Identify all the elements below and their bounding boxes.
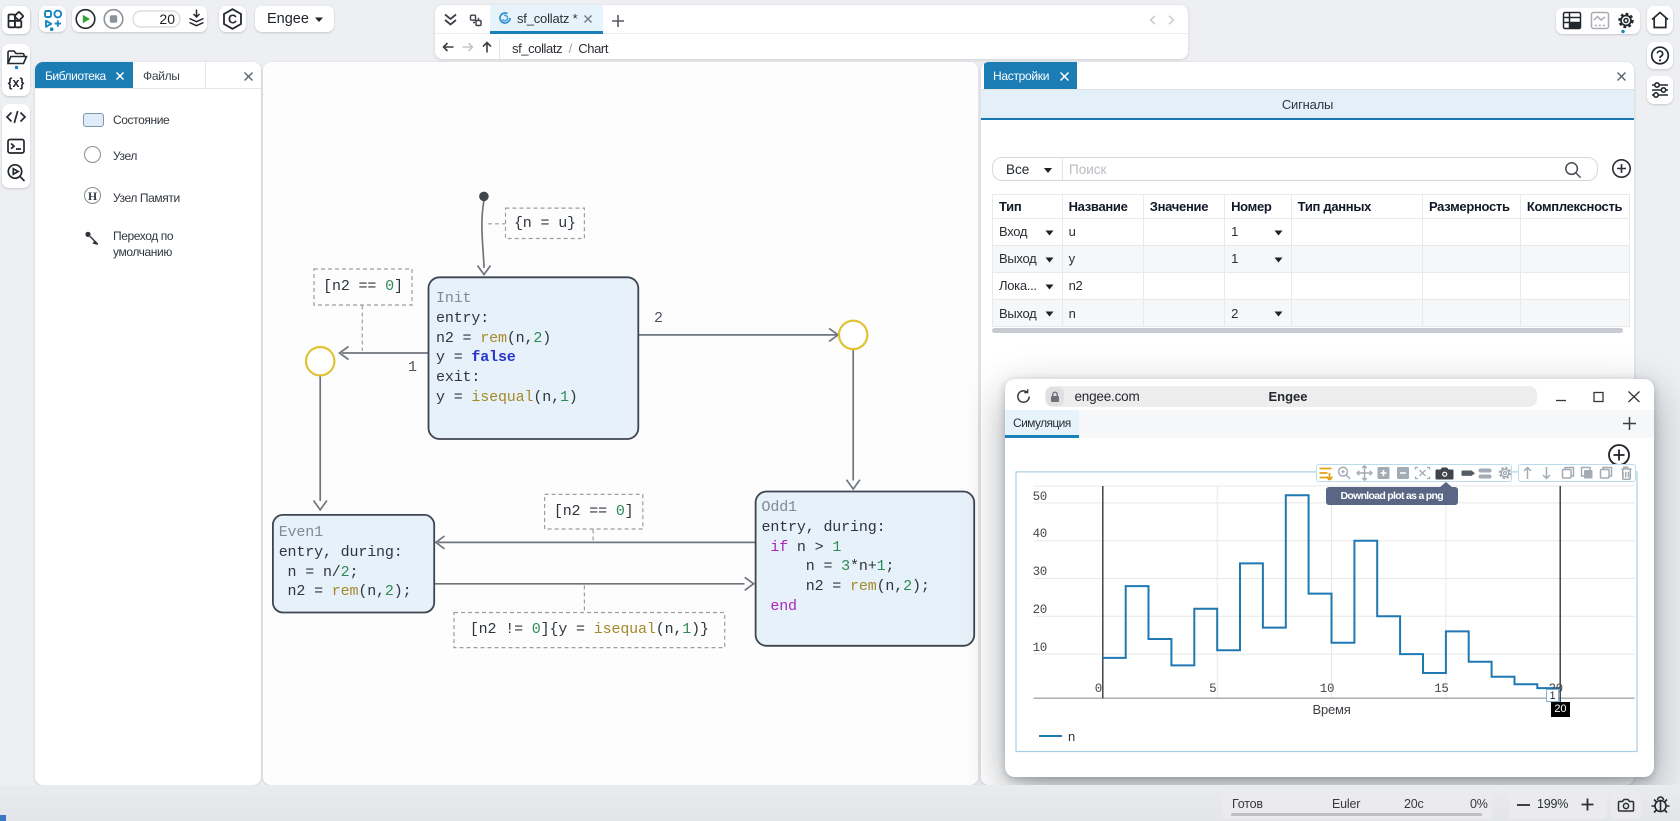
svg-text:{x}: {x}	[8, 76, 25, 90]
svg-text:C: C	[228, 13, 237, 27]
